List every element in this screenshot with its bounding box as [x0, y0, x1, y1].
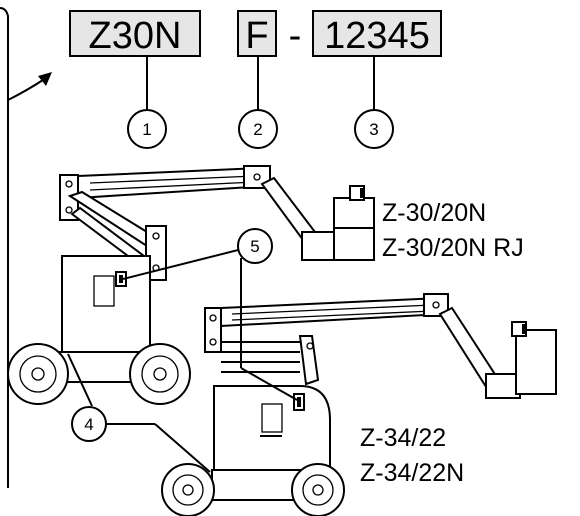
callout-1-label: 1 — [142, 120, 151, 139]
callout-5 — [237, 228, 273, 264]
separator-text: - — [289, 15, 302, 57]
callout-4-label: 4 — [84, 415, 93, 434]
model-code-text: Z30N — [89, 15, 182, 57]
callout-5-label: 5 — [250, 237, 259, 256]
upper-model-label-1: Z-30/20N — [382, 199, 486, 227]
callout-4-group: 4 — [67, 353, 211, 473]
callout-2-label: 2 — [253, 120, 262, 139]
callout-3 — [354, 109, 394, 149]
serial-label: Z30N F - 12345 — [69, 10, 442, 57]
upper-model-label-2: Z-30/20N RJ — [382, 234, 524, 262]
sequence-number-text: 12345 — [324, 15, 430, 57]
callout-2 — [238, 109, 278, 149]
sequence-number-box — [312, 10, 442, 57]
arrow-head-icon — [38, 72, 52, 86]
serial-callouts: 1 2 3 — [127, 56, 394, 149]
lower-model-label-1: Z-34/22 — [360, 424, 446, 452]
wheel-icon — [291, 463, 345, 516]
callout-1 — [127, 109, 167, 149]
model-labels: Z-30/20N Z-30/20N RJ Z-34/22 Z-34/22N — [360, 199, 524, 487]
wheel-icon — [161, 463, 215, 516]
model-code-box — [69, 10, 201, 57]
callout-5-group: 5 — [122, 228, 298, 401]
callout-4 — [71, 406, 107, 442]
callout-3-label: 3 — [369, 120, 378, 139]
lower-machine-illustration — [161, 293, 557, 516]
wheel-icon — [7, 343, 69, 405]
upper-machine-illustration — [7, 165, 375, 405]
wheel-icon — [129, 343, 191, 405]
page-edge-frame — [0, 7, 52, 488]
lower-model-label-2: Z-34/22N — [360, 459, 464, 487]
facility-code-text: F — [245, 15, 268, 57]
